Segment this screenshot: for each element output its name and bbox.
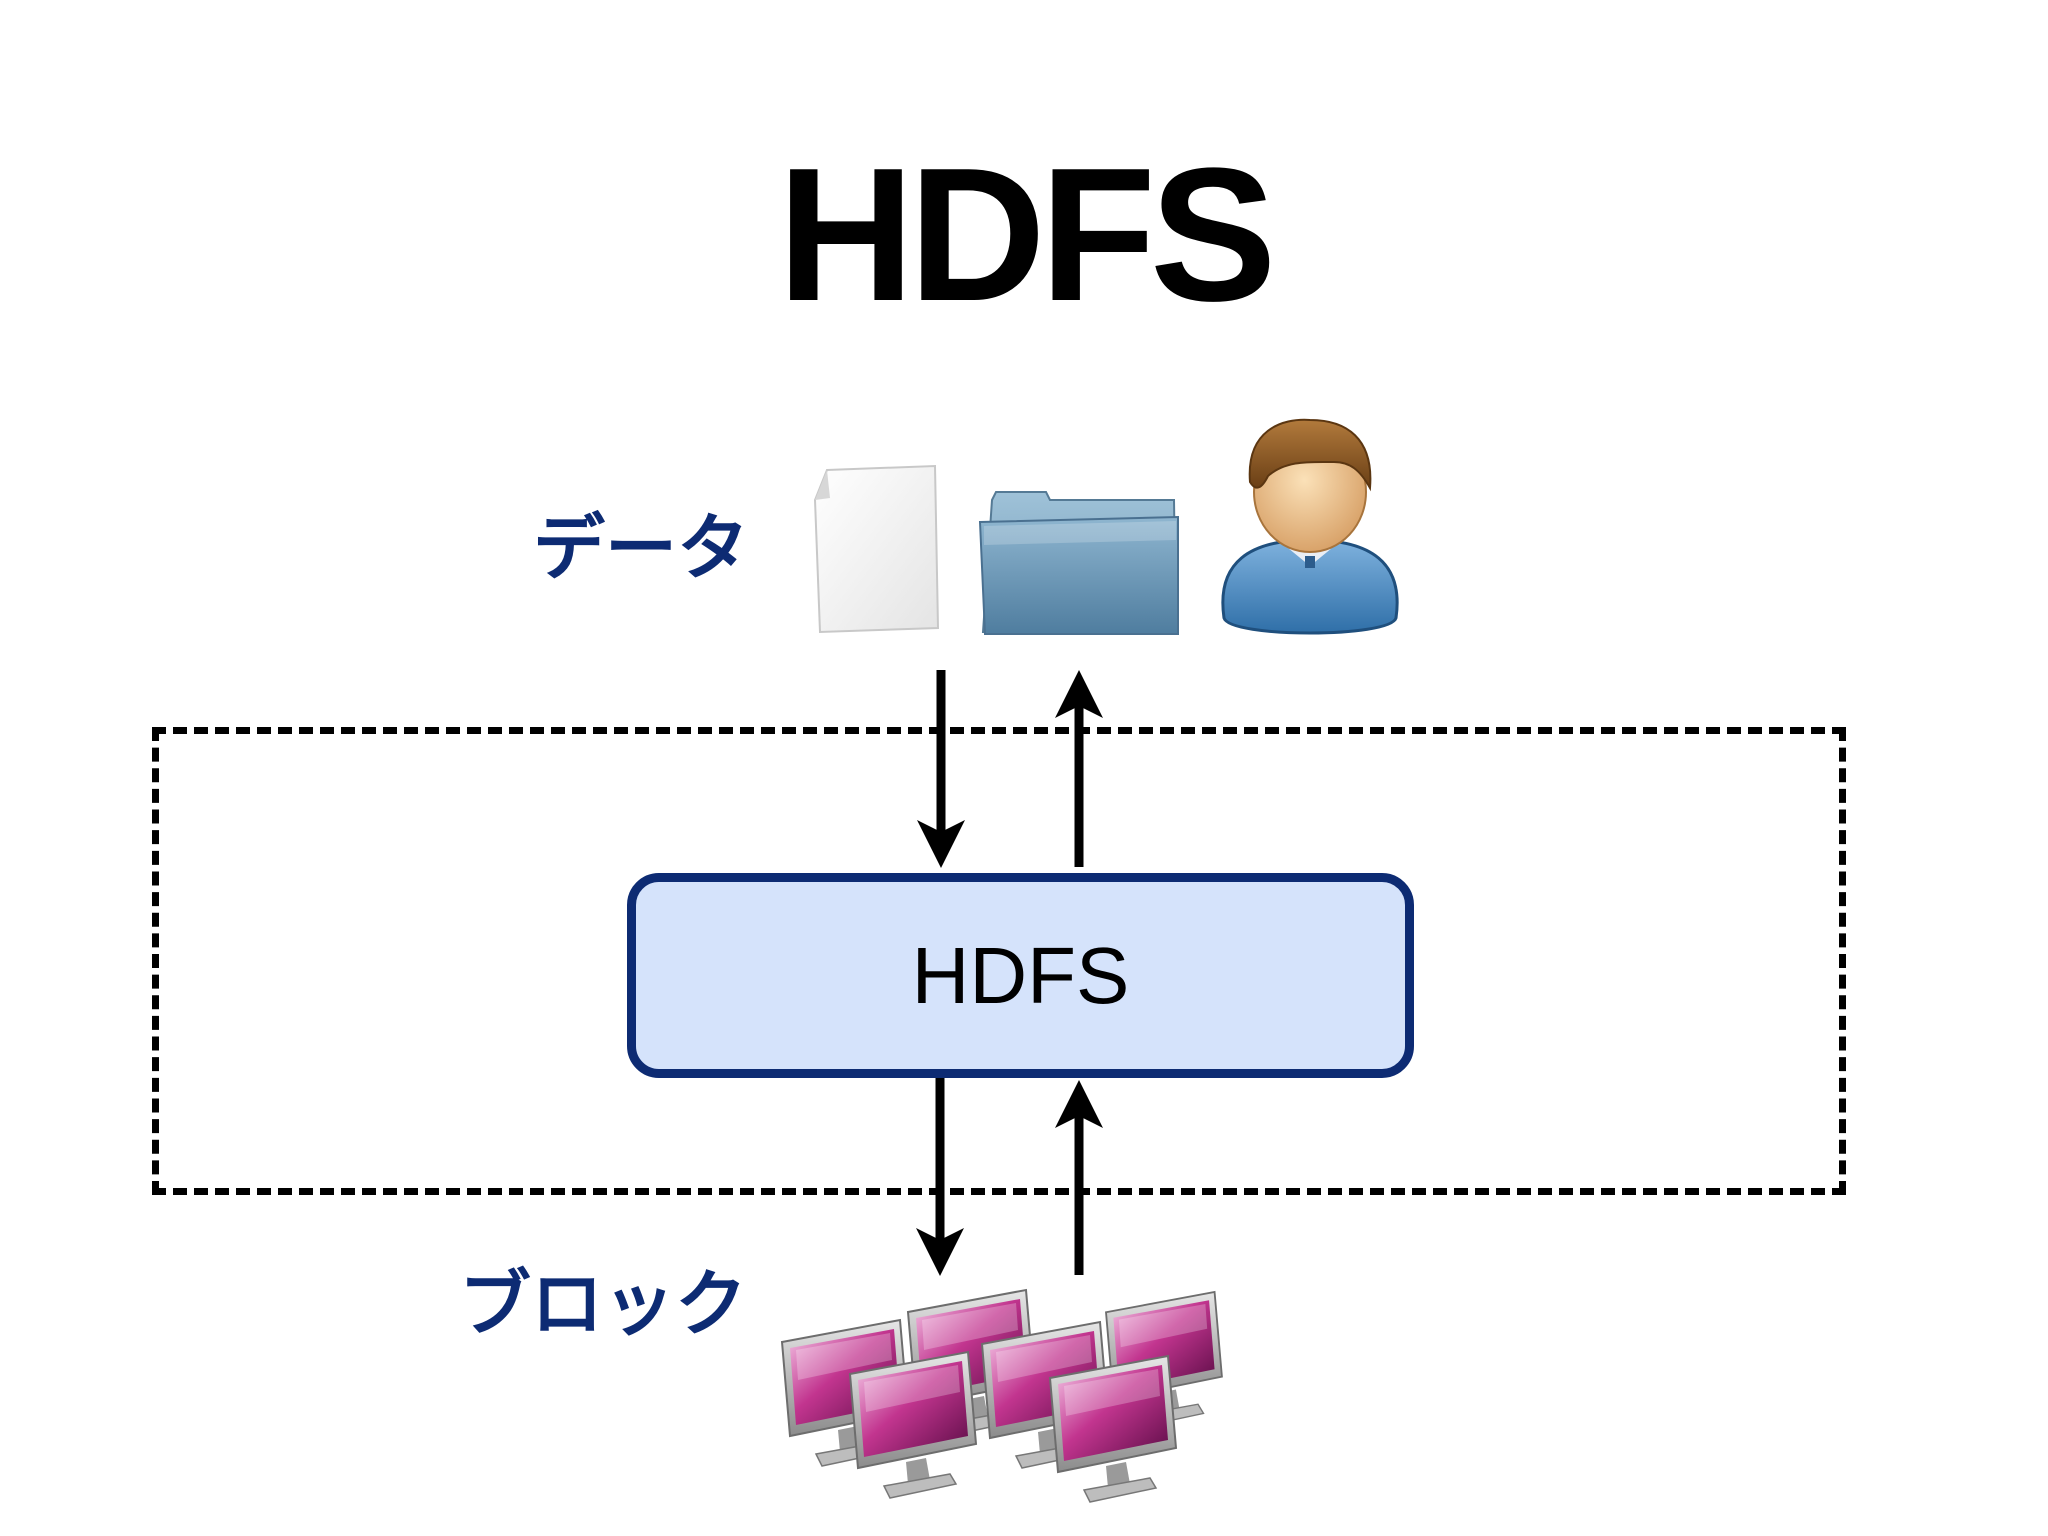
document-icon xyxy=(813,464,940,634)
arrow-block-to-hdfs xyxy=(1055,1080,1103,1275)
folder-icon xyxy=(978,491,1179,635)
hdfs-box-label: HDFS xyxy=(911,930,1130,1020)
hdfs-box: HDFS xyxy=(627,873,1414,1078)
hdfs-boundary xyxy=(152,727,1846,1195)
computer-cluster-icon xyxy=(781,1289,1223,1503)
block-label: ブロック xyxy=(459,1262,748,1346)
user-icon xyxy=(1221,418,1399,635)
arrow-data-to-hdfs xyxy=(917,670,965,868)
page-title: HDFS xyxy=(777,129,1276,341)
arrow-hdfs-to-data xyxy=(1055,670,1103,867)
arrow-hdfs-to-block xyxy=(916,1078,964,1276)
data-label: データ xyxy=(533,506,750,590)
